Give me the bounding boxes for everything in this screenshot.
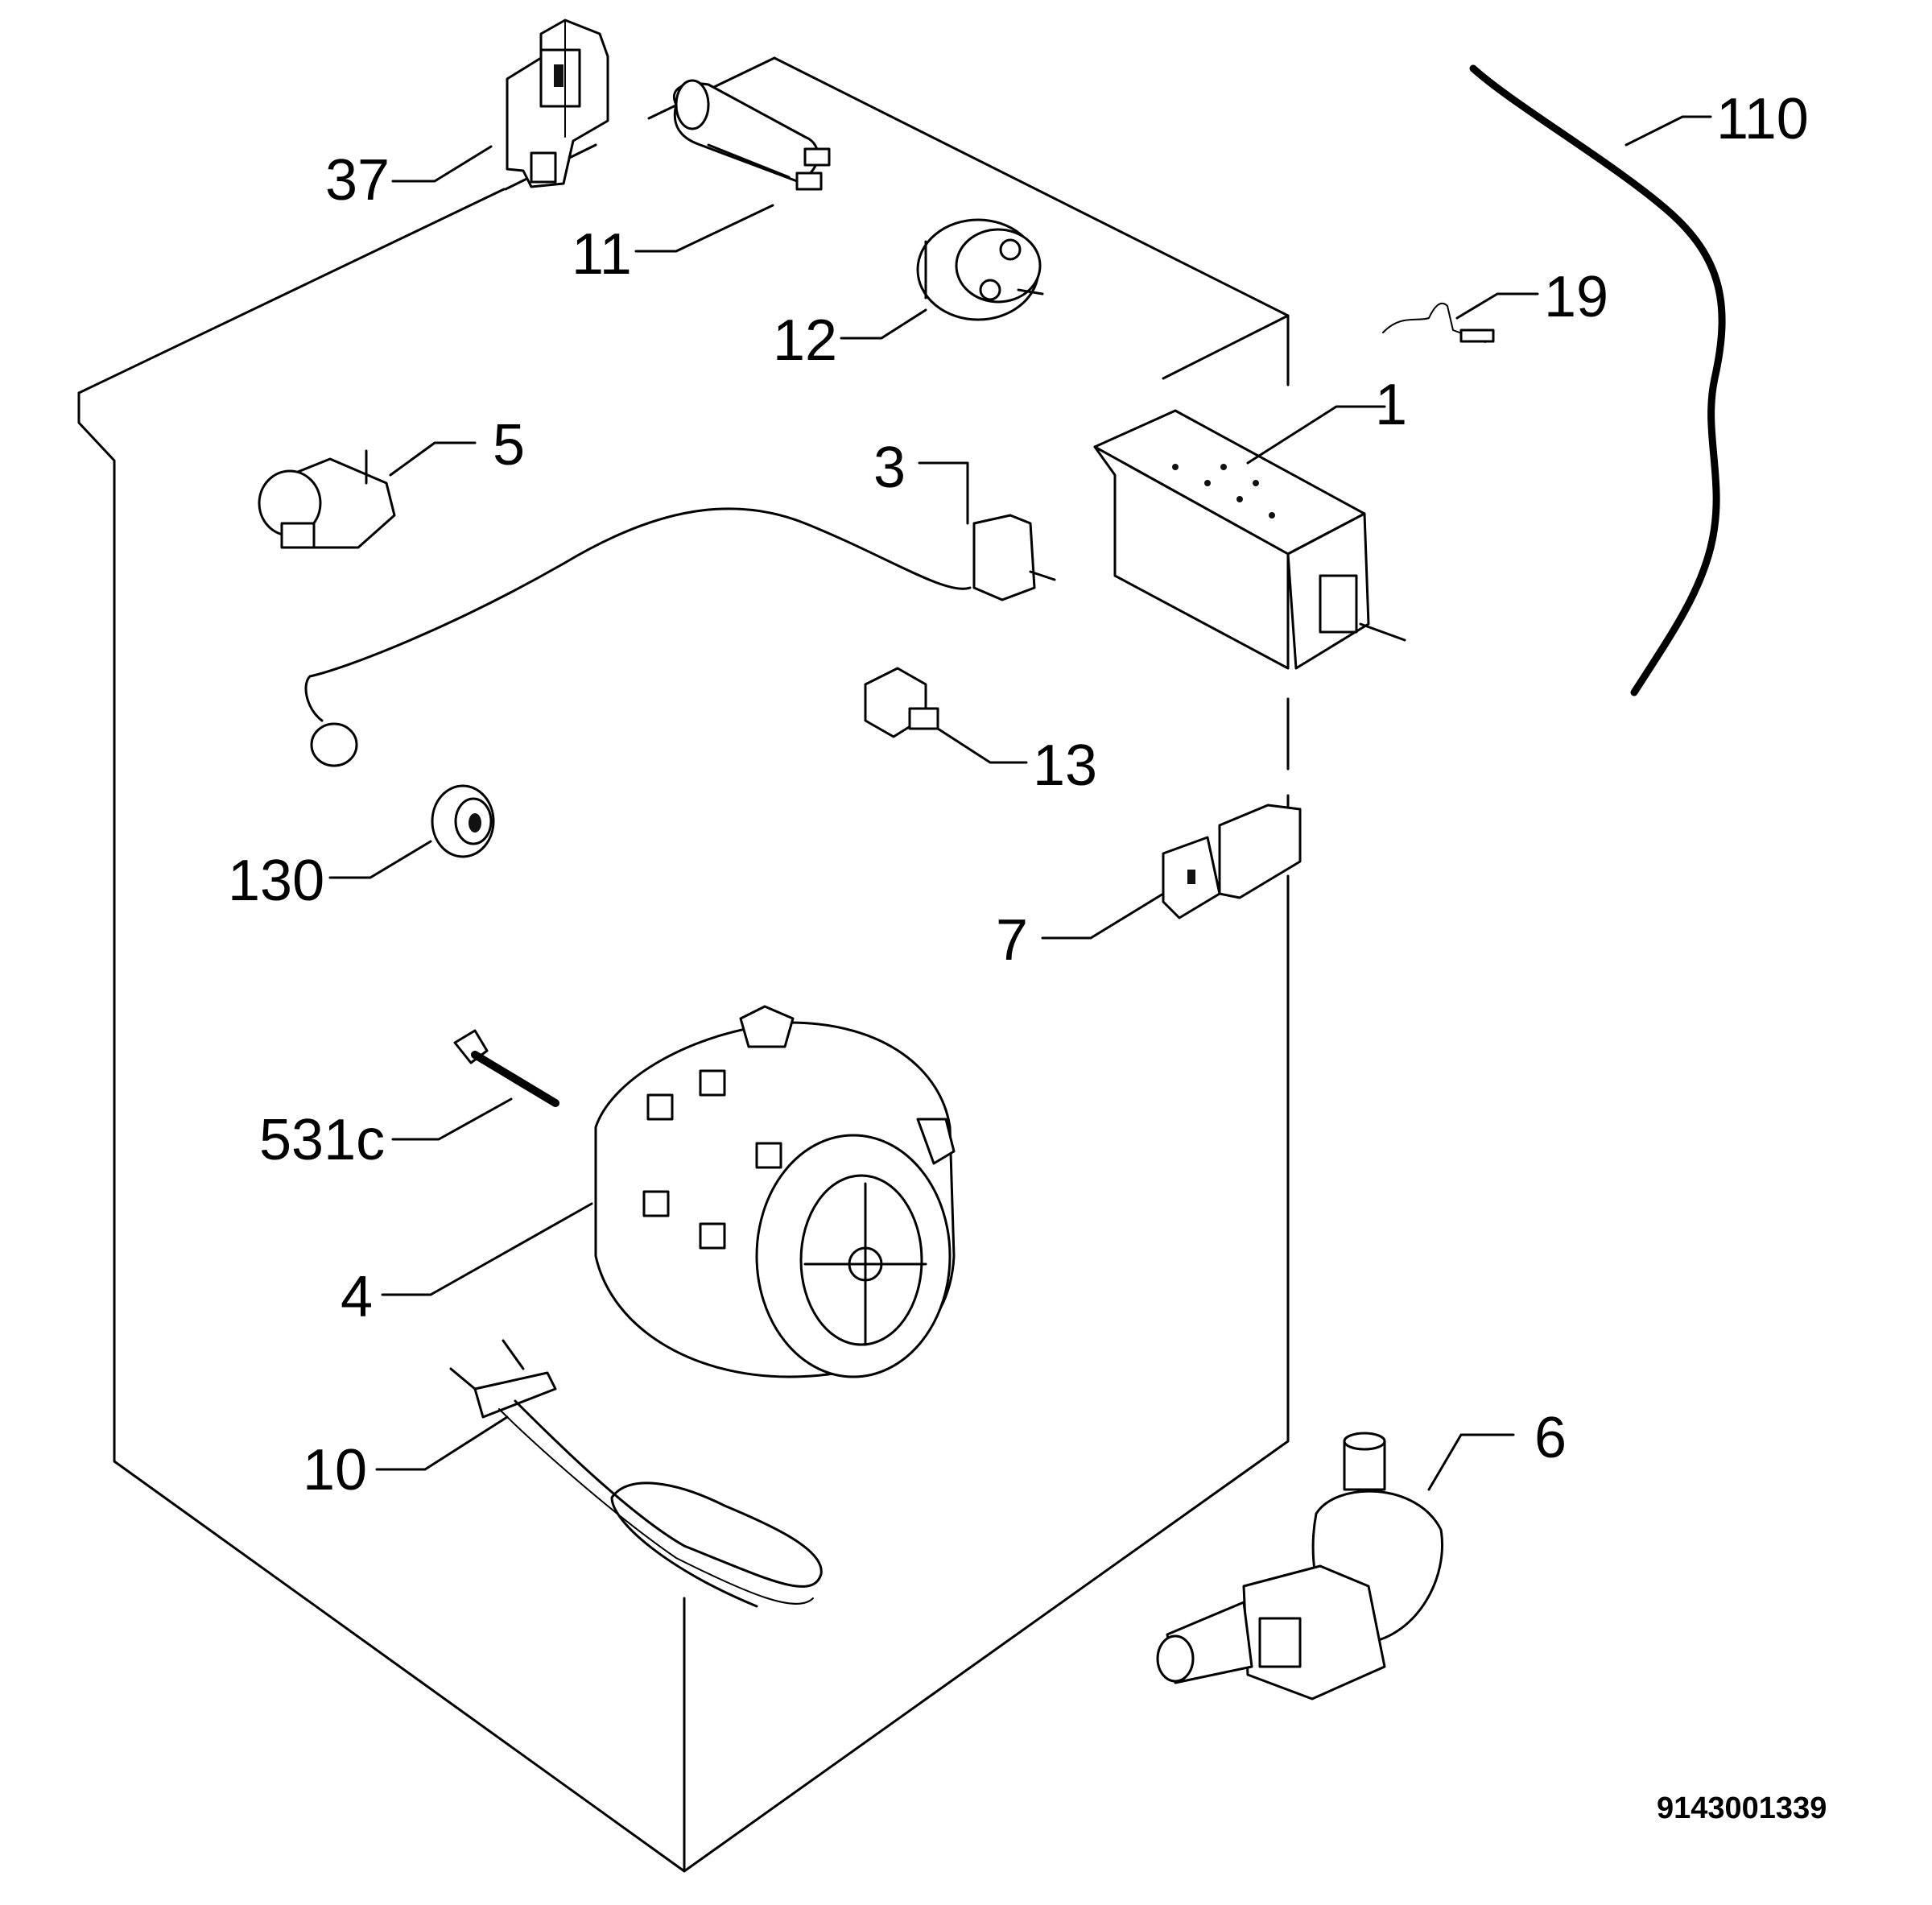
callout-12: 12 (773, 308, 837, 373)
part-531c-screw (453, 1029, 559, 1107)
part-4-motor (594, 1005, 956, 1378)
callout-10: 10 (303, 1438, 367, 1502)
leader-3 (918, 461, 969, 525)
leader-19 (1455, 292, 1539, 320)
leader-110 (1624, 115, 1712, 147)
leader-1 (1246, 405, 1386, 465)
callout-110: 110 (1716, 87, 1809, 151)
part-5-valve (258, 449, 396, 549)
part-13-connector (864, 667, 939, 738)
callout-11: 11 (572, 222, 632, 287)
callout-5: 5 (493, 413, 525, 477)
document-number: 9143001339 (1657, 1791, 1827, 1825)
leader-lines (328, 115, 1712, 1491)
callout-1: 1 (1375, 373, 1407, 437)
leader-37 (391, 145, 493, 183)
leader-6 (1427, 1433, 1515, 1491)
callout-labels: 1 3 4 5 6 7 10 11 12 13 19 37 110 130 53… (228, 87, 1809, 1502)
leader-7 (1041, 892, 1165, 940)
leader-11 (634, 204, 774, 253)
callout-6: 6 (1534, 1406, 1567, 1470)
part-11-capacitor (673, 79, 831, 191)
leader-13 (936, 727, 1028, 764)
cabinet-outline (77, 56, 1290, 1873)
part-6-pump (1156, 1432, 1443, 1700)
callout-37: 37 (325, 148, 390, 213)
callout-7: 7 (996, 908, 1028, 973)
part-1-timer (1093, 409, 1406, 670)
leader-10 (375, 1415, 509, 1471)
callout-19: 19 (1544, 265, 1608, 329)
part-110-hose (1469, 64, 1726, 696)
part-130-grommet (431, 784, 495, 858)
leader-12 (840, 308, 927, 340)
part-37-bracket (506, 19, 609, 188)
leader-4 (381, 1202, 593, 1296)
part-12-pressure-switch (916, 218, 1044, 321)
part-3-thermostat (304, 507, 1056, 767)
part-19-clip (1382, 302, 1495, 343)
leader-5 (389, 441, 477, 477)
callout-130: 130 (228, 849, 324, 913)
callout-4: 4 (341, 1265, 373, 1329)
callout-531c: 531c (259, 1108, 385, 1172)
callout-3: 3 (873, 436, 906, 500)
callout-13: 13 (1033, 733, 1097, 798)
part-10-heater (449, 1339, 823, 1608)
leader-130 (328, 840, 432, 879)
part-7-door-lock (1162, 804, 1302, 919)
leader-531c (391, 1097, 513, 1141)
